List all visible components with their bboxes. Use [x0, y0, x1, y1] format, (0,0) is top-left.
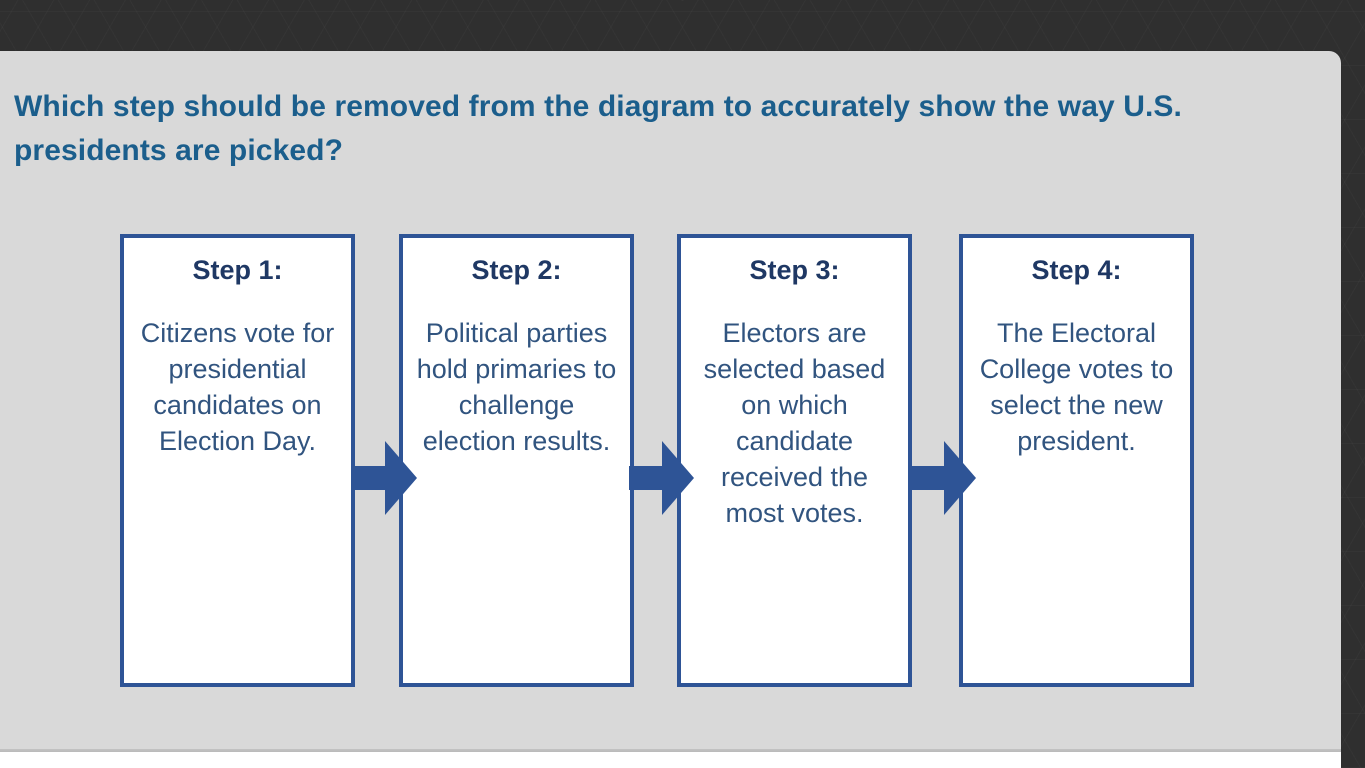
process-diagram: Step 1: Citizens vote for presidential c…	[0, 51, 1341, 750]
step-box-1-body: Citizens vote for presidential candidate…	[140, 318, 335, 457]
step-box-2[interactable]: Step 2: Political parties hold primaries…	[399, 234, 634, 687]
content-panel: Which step should be removed from the di…	[0, 51, 1341, 750]
step-box-1-title: Step 1:	[192, 255, 283, 285]
step-box-3-title: Step 3:	[749, 255, 840, 285]
step-box-4-title: Step 4:	[1031, 255, 1122, 285]
step-box-3[interactable]: Step 3: Electors are selected based on w…	[677, 234, 912, 687]
step-box-1[interactable]: Step 1: Citizens vote for presidential c…	[120, 234, 355, 687]
arrow-right-icon-2	[629, 439, 695, 517]
arrow-right-icon-1	[352, 439, 418, 517]
question-prompt: Which step should be removed from the di…	[14, 90, 1182, 167]
arrow-right-icon-3	[911, 439, 977, 517]
step-box-2-title: Step 2:	[471, 255, 562, 285]
step-box-3-body: Electors are selected based on which can…	[703, 318, 886, 528]
step-box-4-body: The Electoral College votes to select th…	[979, 318, 1174, 457]
step-box-2-body: Political parties hold primaries to chal…	[416, 318, 617, 457]
step-box-4[interactable]: Step 4: The Electoral College votes to s…	[959, 234, 1194, 687]
panel-bottom-divider	[0, 749, 1341, 752]
page-bottom-strip	[0, 752, 1341, 768]
